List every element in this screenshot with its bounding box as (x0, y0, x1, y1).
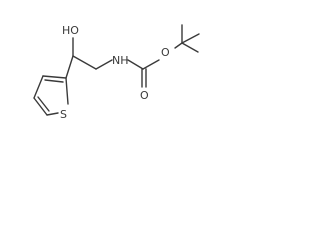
atom-hydroxyl: HO (62, 24, 79, 37)
bond-ring-s-c2 (65, 77, 69, 105)
bond-ring-c2-c3-double (44, 79, 64, 83)
bond-ring-c3-c4 (33, 75, 44, 99)
bond-tbu-me2 (181, 42, 199, 53)
molecule-diagram: HO NH O O S (0, 0, 218, 152)
atom-sulfur: S (60, 108, 67, 121)
structure-svg: HO NH O O S (33, 24, 200, 121)
bond-ring-c2-c3 (42, 75, 67, 79)
bond-ch-thiophene (65, 55, 74, 79)
bond-n-c (127, 59, 144, 70)
bond-tbu-me3 (181, 33, 200, 44)
bond-c-o-ether (142, 59, 160, 70)
atom-nitrogen: NH (112, 54, 129, 67)
bond-ch2-n (95, 59, 113, 70)
bond-ch-ch2 (72, 55, 97, 70)
atom-carbonyl-oxygen: O (140, 89, 149, 102)
atom-ether-oxygen: O (161, 46, 170, 59)
bond-ring-c4-c5-double (37, 96, 50, 112)
bond-ring-c5-s (46, 112, 59, 116)
bond-o-tbu (174, 42, 183, 49)
bond-ring-c4-c5 (33, 97, 48, 116)
